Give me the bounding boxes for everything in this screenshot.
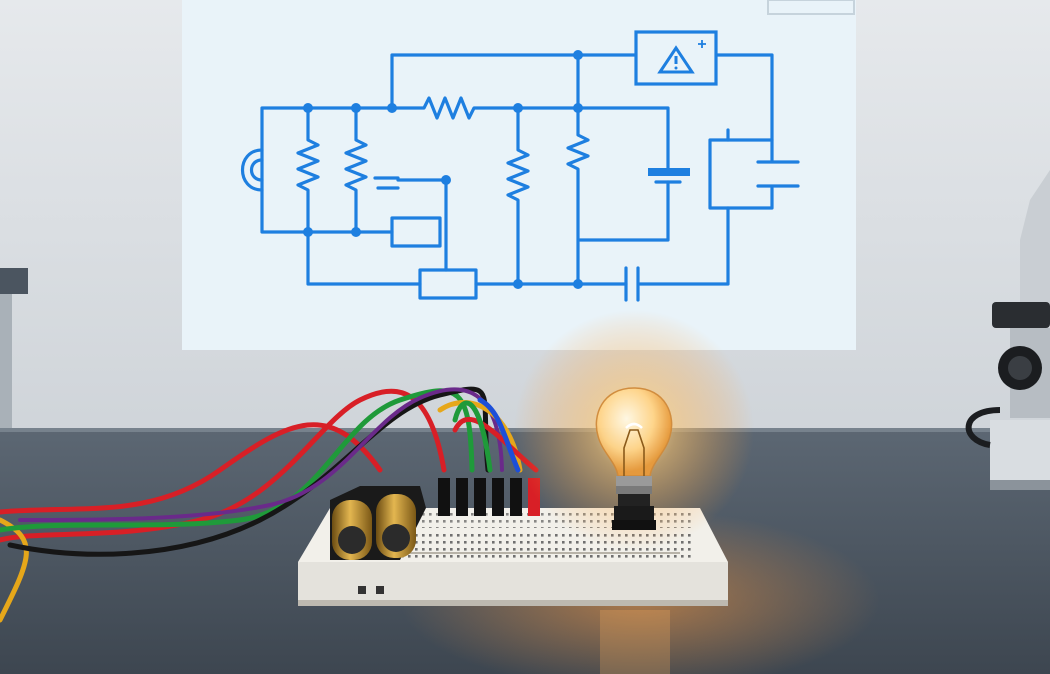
left-cabinet <box>0 268 28 434</box>
projected-circuit-schematic <box>182 0 856 350</box>
microscope <box>965 170 1050 490</box>
battery-pack <box>330 486 426 560</box>
jumper-wires <box>0 386 539 623</box>
bulb-reflection <box>600 610 670 674</box>
breadboard <box>298 508 728 606</box>
glowing-light-bulb <box>595 387 673 530</box>
